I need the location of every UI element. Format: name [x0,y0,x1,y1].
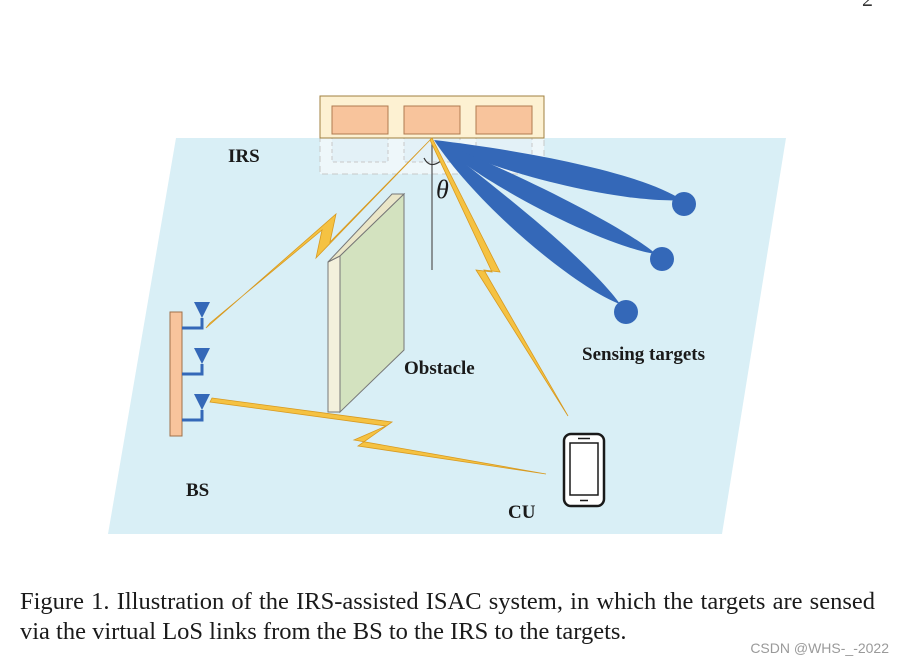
irs-element [475,105,533,135]
irs-cu-link [429,137,569,417]
irs-panel [319,95,545,139]
sensing-target [650,247,674,271]
watermark: CSDN @WHS-_-2022 [750,640,889,656]
figure-caption: Figure 1. Illustration of the IRS-assist… [20,588,875,645]
phone-icon [562,432,606,508]
irs-element [331,105,389,135]
base-station [169,302,210,437]
page-number: 2 [862,0,873,12]
antenna-icon [182,348,210,376]
antenna-icon [182,394,210,422]
obstacle-wall [327,192,406,414]
beam [434,140,682,201]
beam [434,140,656,254]
bs-panel [169,311,183,437]
sensing-target [614,300,638,324]
bs-irs-link [205,137,433,329]
beam [434,140,620,304]
sensing-targets-label: Sensing targets [582,344,705,365]
antenna-icon [182,302,210,330]
theta-label: θ [436,175,449,204]
irs-label: IRS [228,146,260,167]
sensing-beams [434,140,682,304]
obstacle-label: Obstacle [404,358,475,379]
irs-element [403,105,461,135]
bs-cu-link [209,397,547,475]
cu-label: CU [508,502,536,523]
sensing-target [672,192,696,216]
bs-label: BS [186,480,209,501]
